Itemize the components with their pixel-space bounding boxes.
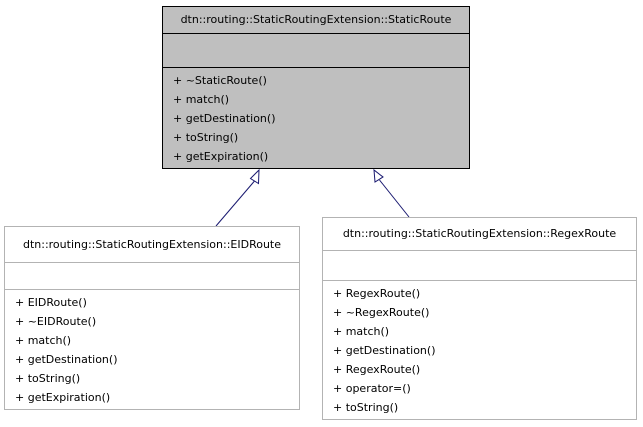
methods-compartment-regexroute: + RegexRoute() + ~RegexRoute() + match()… (323, 280, 636, 419)
method-regexroute-operator-assign: + operator=() (333, 382, 411, 395)
class-name-regexroute: dtn::routing::StaticRoutingExtension::Re… (342, 227, 617, 240)
attributes-compartment-eidroute (5, 262, 299, 289)
method-eidroute-tostring: + toString() (15, 372, 81, 385)
inheritance-arrowhead-regexroute (373, 168, 384, 183)
attributes-compartment-staticroute (163, 33, 469, 67)
method-staticroute-getdestination: + getDestination() (173, 112, 276, 125)
method-regexroute-tostring: + toString() (333, 401, 399, 414)
method-regexroute-copy-constructor: + RegexRoute() (333, 363, 421, 376)
class-box-eidroute[interactable]: dtn::routing::StaticRoutingExtension::EI… (4, 226, 300, 410)
method-eidroute-getdestination: + getDestination() (15, 353, 118, 366)
inheritance-line-eidroute (215, 180, 255, 227)
class-name-staticroute: dtn::routing::StaticRoutingExtension::St… (180, 13, 452, 26)
class-name-eidroute: dtn::routing::StaticRoutingExtension::EI… (22, 238, 282, 251)
method-regexroute-destructor: + ~RegexRoute() (333, 306, 430, 319)
methods-compartment-staticroute: + ~StaticRoute() + match() + getDestinat… (163, 67, 469, 170)
method-staticroute-getexpiration: + getExpiration() (173, 150, 269, 163)
method-regexroute-getdestination: + getDestination() (333, 344, 436, 357)
class-box-staticroute[interactable]: dtn::routing::StaticRoutingExtension::St… (162, 6, 470, 169)
method-staticroute-destructor: + ~StaticRoute() (173, 74, 267, 87)
method-regexroute-constructor: + RegexRoute() (333, 287, 421, 300)
method-staticroute-tostring: + toString() (173, 131, 239, 144)
methods-compartment-eidroute: + EIDRoute() + ~EIDRoute() + match() + g… (5, 289, 299, 409)
attributes-compartment-regexroute (323, 250, 636, 280)
class-box-regexroute[interactable]: dtn::routing::StaticRoutingExtension::Re… (322, 217, 637, 420)
method-eidroute-getexpiration: + getExpiration() (15, 391, 111, 404)
method-eidroute-constructor: + EIDRoute() (15, 296, 87, 309)
inheritance-arrowhead-eidroute (249, 168, 260, 185)
method-staticroute-match: + match() (173, 93, 230, 106)
method-regexroute-match: + match() (333, 325, 390, 338)
method-eidroute-destructor: + ~EIDRoute() (15, 315, 97, 328)
inheritance-line-regexroute (379, 179, 410, 218)
method-eidroute-match: + match() (15, 334, 72, 347)
